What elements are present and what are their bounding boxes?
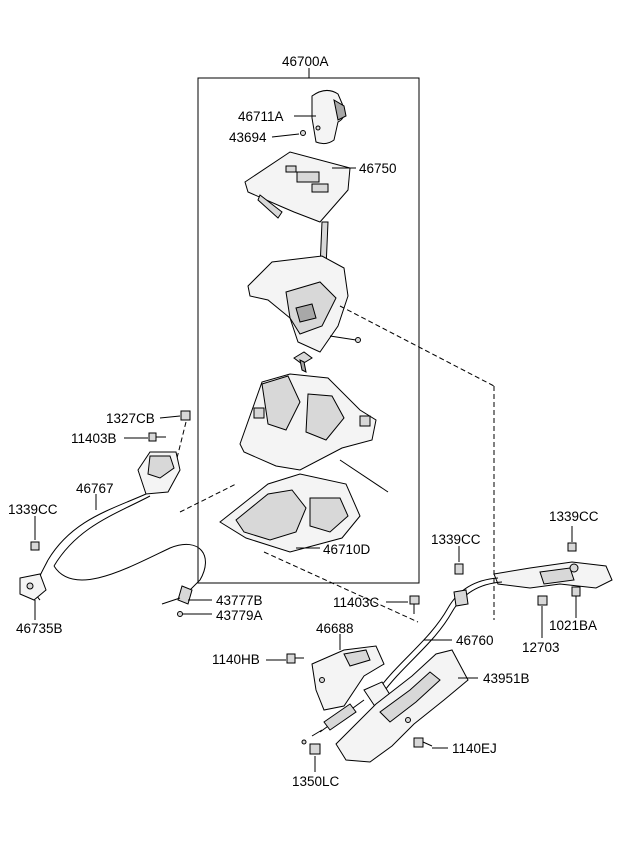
label-1339CC-left: 1339CC bbox=[8, 502, 58, 517]
label-46735B: 46735B bbox=[16, 621, 63, 636]
clip-1339CC-left bbox=[30, 541, 40, 551]
pin-43779A bbox=[177, 611, 183, 617]
label-46711A: 46711A bbox=[238, 109, 284, 124]
label-1140EJ: 1140EJ bbox=[452, 741, 497, 756]
bolt-11403C bbox=[409, 595, 420, 614]
label-46750: 46750 bbox=[359, 161, 397, 176]
label-43779A: 43779A bbox=[216, 608, 263, 623]
label-1021BA: 1021BA bbox=[549, 618, 598, 633]
left-cable-assembly bbox=[19, 451, 206, 605]
heat-shield-43951B bbox=[335, 649, 469, 763]
label-46700A: 46700A bbox=[282, 54, 329, 69]
label-1327CB: 1327CB bbox=[106, 411, 155, 426]
label-46767: 46767 bbox=[76, 481, 114, 496]
shift-lever-mechanism bbox=[247, 221, 361, 353]
indicator-cover bbox=[244, 151, 351, 223]
dash-line-1 bbox=[339, 305, 495, 387]
nut-1021BA bbox=[571, 586, 581, 597]
bolt-1140HB bbox=[286, 653, 304, 664]
leader-43694 bbox=[271, 133, 300, 138]
cable-bracket-46688 bbox=[311, 645, 385, 711]
label-46760: 46760 bbox=[456, 633, 494, 648]
leader-1327CB bbox=[159, 415, 181, 419]
clip-1339CC-right bbox=[567, 542, 577, 552]
label-11403B: 11403B bbox=[71, 431, 117, 446]
screw-43694 bbox=[300, 130, 306, 136]
right-cable-bracket bbox=[493, 561, 613, 589]
bolt-1140EJ bbox=[413, 737, 433, 748]
label-43694: 43694 bbox=[229, 130, 267, 145]
label-43951B: 43951B bbox=[483, 671, 530, 686]
base-plate bbox=[219, 473, 361, 553]
label-1339CC-right: 1339CC bbox=[549, 509, 599, 524]
shift-knob bbox=[311, 90, 347, 145]
dash-nut bbox=[175, 421, 187, 463]
clip-1350LC bbox=[301, 739, 321, 755]
nut-12703 bbox=[537, 595, 548, 606]
dash-line-4 bbox=[263, 551, 419, 623]
label-1350LC: 1350LC bbox=[292, 774, 340, 789]
clip-1339CC-mid bbox=[454, 563, 464, 575]
label-11403C: 11403C bbox=[333, 595, 380, 610]
label-1339CC-mid: 1339CC bbox=[431, 532, 481, 547]
label-46710D: 46710D bbox=[323, 542, 371, 557]
bolt-11403B bbox=[148, 432, 166, 442]
label-1140HB: 1140HB bbox=[212, 652, 260, 667]
shift-base-bracket bbox=[239, 351, 389, 493]
label-43777B: 43777B bbox=[216, 593, 263, 608]
nut-1327CB bbox=[180, 410, 191, 421]
label-46688: 46688 bbox=[316, 621, 354, 636]
dash-line-3 bbox=[179, 483, 237, 513]
label-12703: 12703 bbox=[522, 640, 560, 655]
